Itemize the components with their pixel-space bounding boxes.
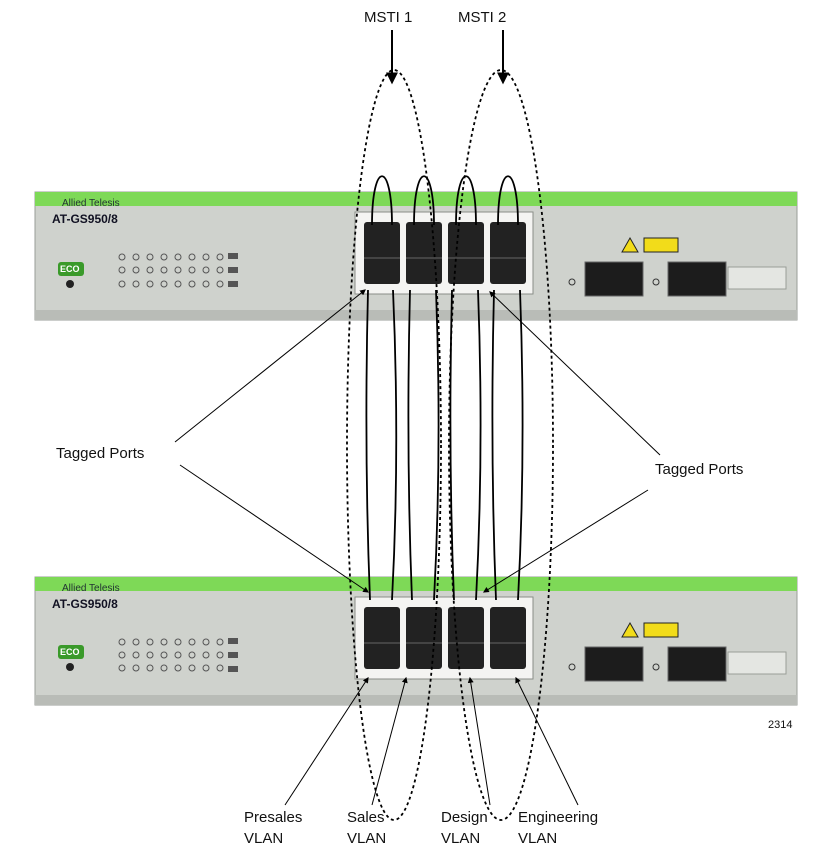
switch-top-model: AT-GS950/8 <box>52 212 118 226</box>
vlan-engineering-line2: VLAN <box>518 830 558 847</box>
eco-button-bottom[interactable] <box>58 645 84 659</box>
switch-bottom-model: AT-GS950/8 <box>52 597 118 611</box>
sfp-top-1[interactable] <box>584 261 644 297</box>
sfp-bottom-1[interactable] <box>584 646 644 682</box>
vlan-design-line2: VLAN <box>441 830 481 847</box>
vlan-engineering-line1: Engineering <box>518 809 599 826</box>
switch-top-eco-label: ECO <box>60 264 80 274</box>
warning-label-top <box>621 236 679 253</box>
presales-pointer <box>284 676 369 806</box>
vlan-presales-line1: Presales <box>244 809 303 826</box>
loop-top-4 <box>497 175 519 226</box>
port-top-1[interactable] <box>364 222 400 284</box>
switch-bottom-brand: Allied Telesis <box>62 583 120 594</box>
cable-1b <box>391 289 398 601</box>
switch-bottom-bottom-edge <box>35 695 797 705</box>
tagged-left-pointer-top <box>174 289 366 443</box>
loop-top-2 <box>413 175 435 226</box>
msti1-boundary <box>346 69 442 821</box>
led-grid-top <box>118 253 224 288</box>
design-pointer <box>467 676 491 806</box>
msti2-label: MSTI 2 <box>458 9 507 26</box>
vlan-design-line1: Design <box>441 809 488 826</box>
eco-led-top <box>66 280 74 288</box>
sfp-top-2[interactable] <box>667 261 727 297</box>
loop-top-3 <box>455 175 477 226</box>
engineering-pointer <box>515 676 579 806</box>
status-panel-top <box>727 266 787 290</box>
switch-top-bottom-edge <box>35 310 797 320</box>
vlan-sales-line2: VLAN <box>347 830 387 847</box>
cable-3b <box>475 289 482 601</box>
eco-button-top[interactable] <box>58 262 84 276</box>
vlan-sales-line1: Sales <box>347 809 385 826</box>
led-grid-bottom <box>118 638 224 672</box>
tagged-ports-left-label: Tagged Ports <box>56 445 145 462</box>
cable-2b <box>433 289 440 601</box>
switch-top <box>34 191 798 321</box>
port-bottom-1[interactable] <box>364 607 400 669</box>
tagged-left-pointer-bottom <box>179 464 369 593</box>
port-top-4[interactable] <box>490 222 526 284</box>
port-bottom-3[interactable] <box>448 607 484 669</box>
switch-bottom-eco-label: ECO <box>60 647 80 657</box>
cable-4a <box>491 289 497 601</box>
eco-led-bottom <box>66 663 74 671</box>
sales-pointer <box>371 676 408 806</box>
figure-number: 2314 <box>768 719 793 731</box>
tagged-right-pointer-bottom <box>482 489 649 593</box>
port-bottom-2[interactable] <box>406 607 442 669</box>
sfp-bottom-2[interactable] <box>667 646 727 682</box>
loop-top-1 <box>371 175 393 226</box>
port-top-3[interactable] <box>448 222 484 284</box>
vlan-presales-line2: VLAN <box>244 830 284 847</box>
port-bottom-4[interactable] <box>490 607 526 669</box>
switch-bottom-green-band <box>35 577 797 591</box>
switch-top-brand: Allied Telesis <box>62 198 120 209</box>
msti1-label: MSTI 1 <box>364 9 413 26</box>
switch-bottom <box>34 576 798 706</box>
status-panel-bottom <box>727 651 787 675</box>
tagged-right-pointer-top <box>489 291 661 456</box>
cable-1a <box>365 289 371 601</box>
cable-4b <box>517 289 524 601</box>
cable-2a <box>407 289 413 601</box>
tagged-ports-right-label: Tagged Ports <box>655 461 744 478</box>
warning-label-bottom <box>621 621 679 638</box>
msti2-boundary <box>448 69 554 821</box>
